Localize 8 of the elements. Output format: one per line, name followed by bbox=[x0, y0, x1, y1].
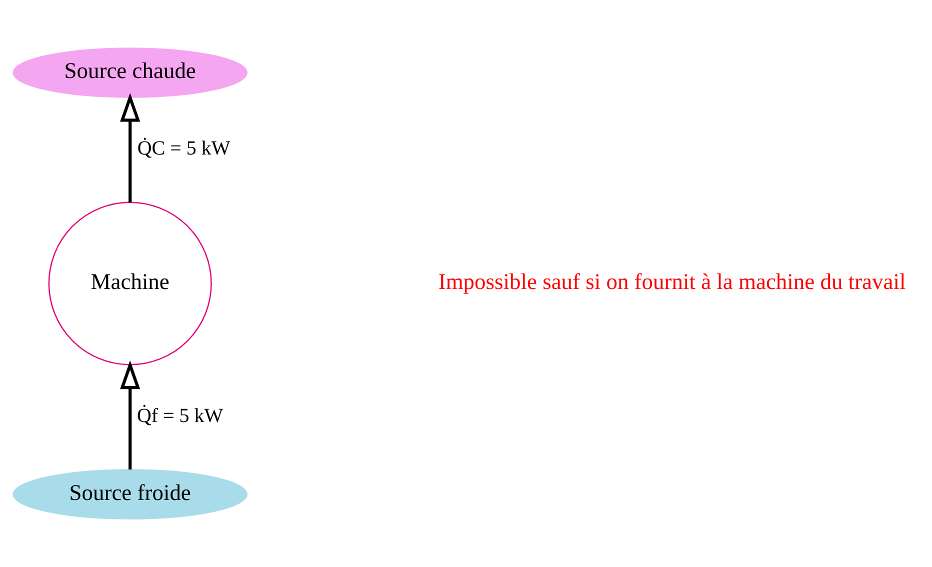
label: Impossible sauf si on fournit à la machine du travail bbox=[438, 268, 906, 294]
node-ellipse: Source froide bbox=[12, 469, 248, 520]
edge-label: Q̇C = 5 kW bbox=[137, 138, 230, 160]
arrow bbox=[120, 360, 140, 470]
node-circle: Machine bbox=[48, 202, 212, 366]
edge-label: Q̇f = 5 kW bbox=[136, 404, 224, 427]
arrow bbox=[120, 92, 140, 202]
node-ellipse: Source chaude bbox=[12, 48, 248, 98]
